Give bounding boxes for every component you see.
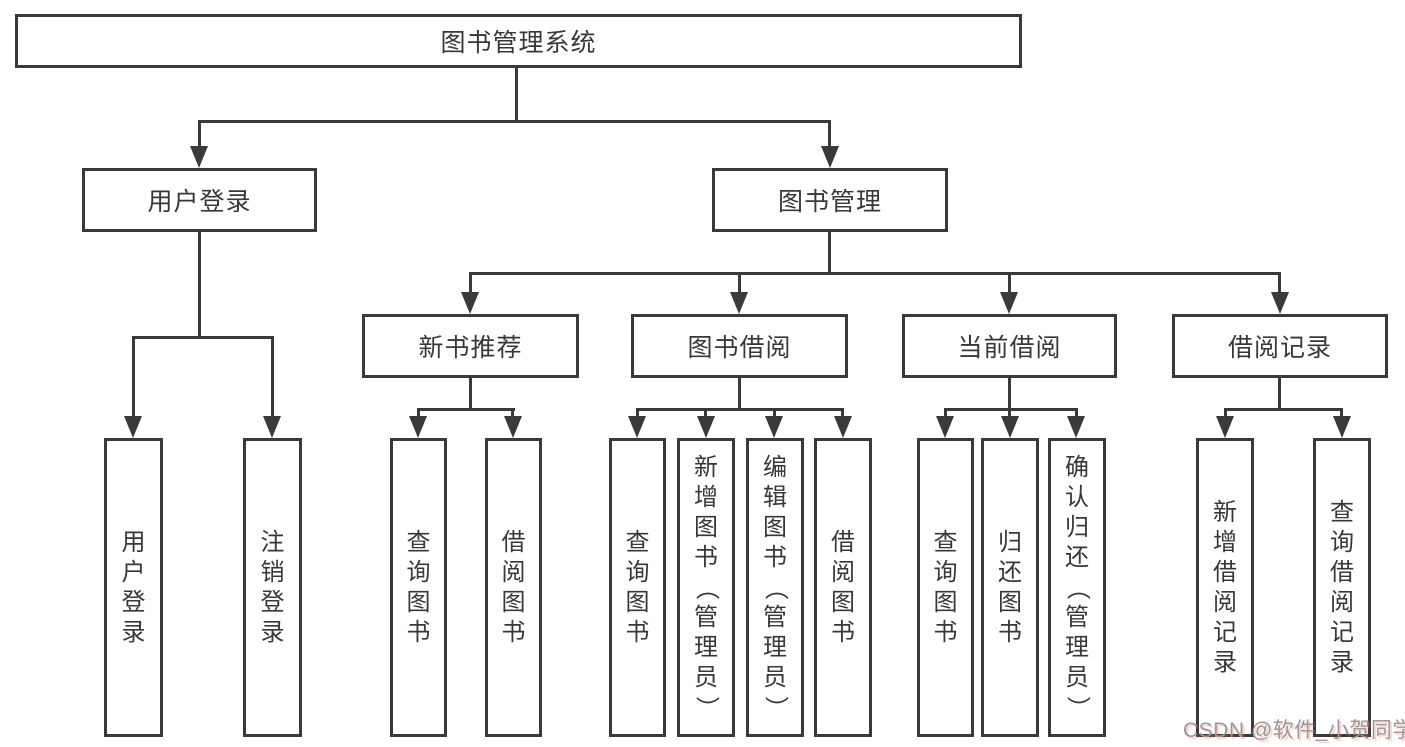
connector-g3-stem <box>738 378 741 408</box>
node-add-books-admin: 新增图书（管理员） <box>677 438 735 737</box>
connector-g3-leaf-drop <box>773 408 776 417</box>
node-query-books-borrowing: 查询图书 <box>609 438 666 737</box>
arrow-down-icon <box>628 416 646 438</box>
node-query-books-recommend: 查询图书 <box>390 438 447 737</box>
arrow-down-icon <box>936 416 954 438</box>
node-edit-books-admin: 编辑图书（管理员） <box>746 438 804 737</box>
connector-g4-leaf-drop <box>944 408 947 417</box>
arrow-down-icon <box>834 416 852 438</box>
connector-g4-leaf-drop <box>1075 408 1078 417</box>
connector-root-stem <box>515 68 518 120</box>
arrow-down-icon <box>1333 416 1351 438</box>
node-query-books-current: 查询图书 <box>917 438 974 737</box>
arrow-down-icon <box>730 292 748 314</box>
node-current-borrowing: 当前借阅 <box>902 314 1117 378</box>
node-book-management: 图书管理 <box>712 168 948 232</box>
arrow-down-icon <box>461 292 479 314</box>
connector-g5-leaf-drop <box>1340 408 1343 417</box>
connector-g5-stem <box>1278 378 1281 408</box>
arrow-down-icon <box>124 416 142 438</box>
connector-book-borrow-drop <box>738 272 741 293</box>
connector-user-login-drop <box>198 120 201 147</box>
connector-g4-stem <box>1008 378 1011 408</box>
node-borrow-books-recommend: 借阅图书 <box>485 438 542 737</box>
arrow-down-icon <box>697 416 715 438</box>
connector-g2-leaf-drop <box>417 408 420 417</box>
node-user-login-action: 用户登录 <box>104 438 163 737</box>
connector-user-login-rail <box>132 336 273 339</box>
connector-level3-rail <box>469 272 1281 275</box>
connector-g3-leaf-drop <box>841 408 844 417</box>
node-library-management-system: 图书管理系统 <box>15 14 1022 68</box>
arrow-down-icon <box>765 416 783 438</box>
connector-g5-rail <box>1224 408 1343 411</box>
arrow-down-icon <box>1001 416 1019 438</box>
arrow-down-icon <box>409 416 427 438</box>
node-borrowing-records: 借阅记录 <box>1172 314 1388 378</box>
arrow-down-icon <box>821 146 839 168</box>
connector-level2-rail <box>198 120 830 123</box>
arrow-down-icon <box>1271 292 1289 314</box>
connector-g3-leaf-drop <box>636 408 639 417</box>
node-logout: 注销登录 <box>243 438 302 737</box>
arrow-down-icon <box>504 416 522 438</box>
connector-login-leaf-drop <box>132 336 135 417</box>
connector-g2-leaf-drop <box>511 408 514 417</box>
node-return-books: 归还图书 <box>981 438 1039 737</box>
node-user-login: 用户登录 <box>82 168 317 232</box>
node-borrow-books-borrowing: 借阅图书 <box>814 438 872 737</box>
connector-current-borrow-drop <box>1008 272 1011 293</box>
connector-borrow-record-drop <box>1278 272 1281 293</box>
arrow-down-icon <box>1067 416 1085 438</box>
arrow-down-icon <box>190 146 208 168</box>
arrow-down-icon <box>1216 416 1234 438</box>
node-new-book-recommend: 新书推荐 <box>362 314 579 378</box>
connector-logout-leaf-drop <box>271 336 274 417</box>
connector-g3-rail <box>636 408 844 411</box>
node-book-borrowing: 图书借阅 <box>631 314 848 378</box>
connector-g4-rail <box>944 408 1078 411</box>
arrow-down-icon <box>1000 292 1018 314</box>
connector-g2-rail <box>417 408 515 411</box>
arrow-down-icon <box>263 416 281 438</box>
watermark: CSDN @软件_小贺同学 <box>1183 719 1405 742</box>
node-confirm-return-admin: 确认归还（管理员） <box>1048 438 1106 737</box>
connector-book-mgmt-drop <box>828 120 831 147</box>
connector-g5-leaf-drop <box>1224 408 1227 417</box>
node-query-borrow-record: 查询借阅记录 <box>1313 438 1371 737</box>
connector-new-book-drop <box>469 272 472 293</box>
connector-g4-leaf-drop <box>1008 408 1011 417</box>
node-add-borrow-record: 新增借阅记录 <box>1196 438 1254 737</box>
connector-g3-leaf-drop <box>704 408 707 417</box>
connector-user-login-stem <box>198 232 201 336</box>
connector-book-mgmt-stem <box>828 232 831 272</box>
connector-g2-stem <box>469 378 472 408</box>
